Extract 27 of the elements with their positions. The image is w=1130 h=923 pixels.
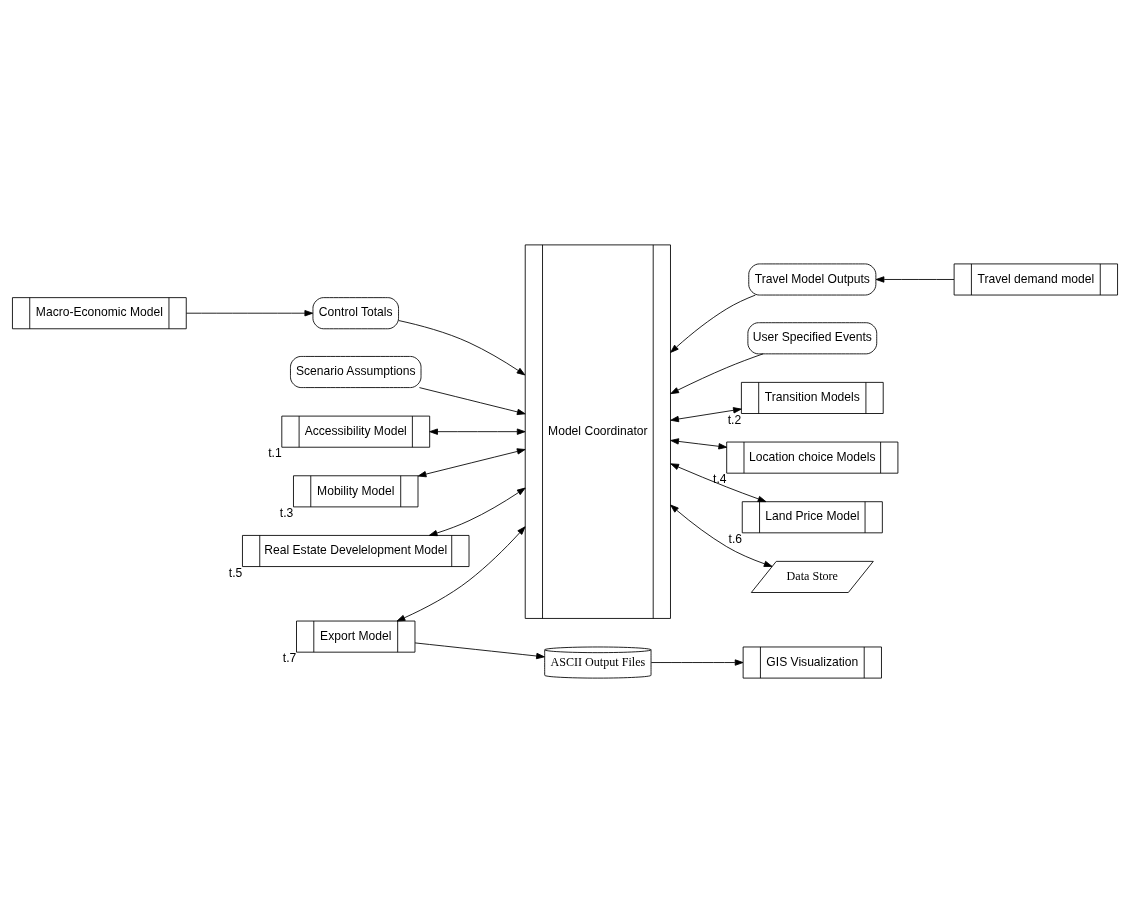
node-label: t.6: [728, 531, 743, 546]
arrow: [429, 428, 526, 435]
node-box: Control Totals: [312, 297, 399, 330]
arrow: [670, 463, 767, 503]
arrow: [670, 353, 764, 395]
arrow: [670, 407, 742, 423]
node-label: t.4: [713, 472, 727, 487]
arrow: [650, 659, 744, 666]
node-label: t.3: [279, 506, 294, 521]
arrow: [670, 294, 756, 353]
arrow: [414, 642, 545, 660]
node-box: Travel Model Outputs: [748, 263, 877, 296]
arrow: [396, 526, 526, 622]
node-label: t.1: [268, 446, 282, 461]
arrow: [186, 310, 314, 317]
arrow: [670, 504, 773, 567]
node-label: t.5: [228, 565, 243, 580]
node-box: User Specified Events: [747, 322, 878, 355]
arrow: [875, 276, 955, 283]
node-box: Scenario Assumptions: [290, 356, 422, 388]
arrow: [398, 320, 526, 376]
node-label: t.7: [282, 651, 297, 666]
node-label: t.2: [727, 412, 742, 427]
arrow: [428, 487, 526, 537]
arrow: [670, 438, 728, 450]
arrow: [417, 448, 526, 478]
arrow: [419, 387, 526, 416]
